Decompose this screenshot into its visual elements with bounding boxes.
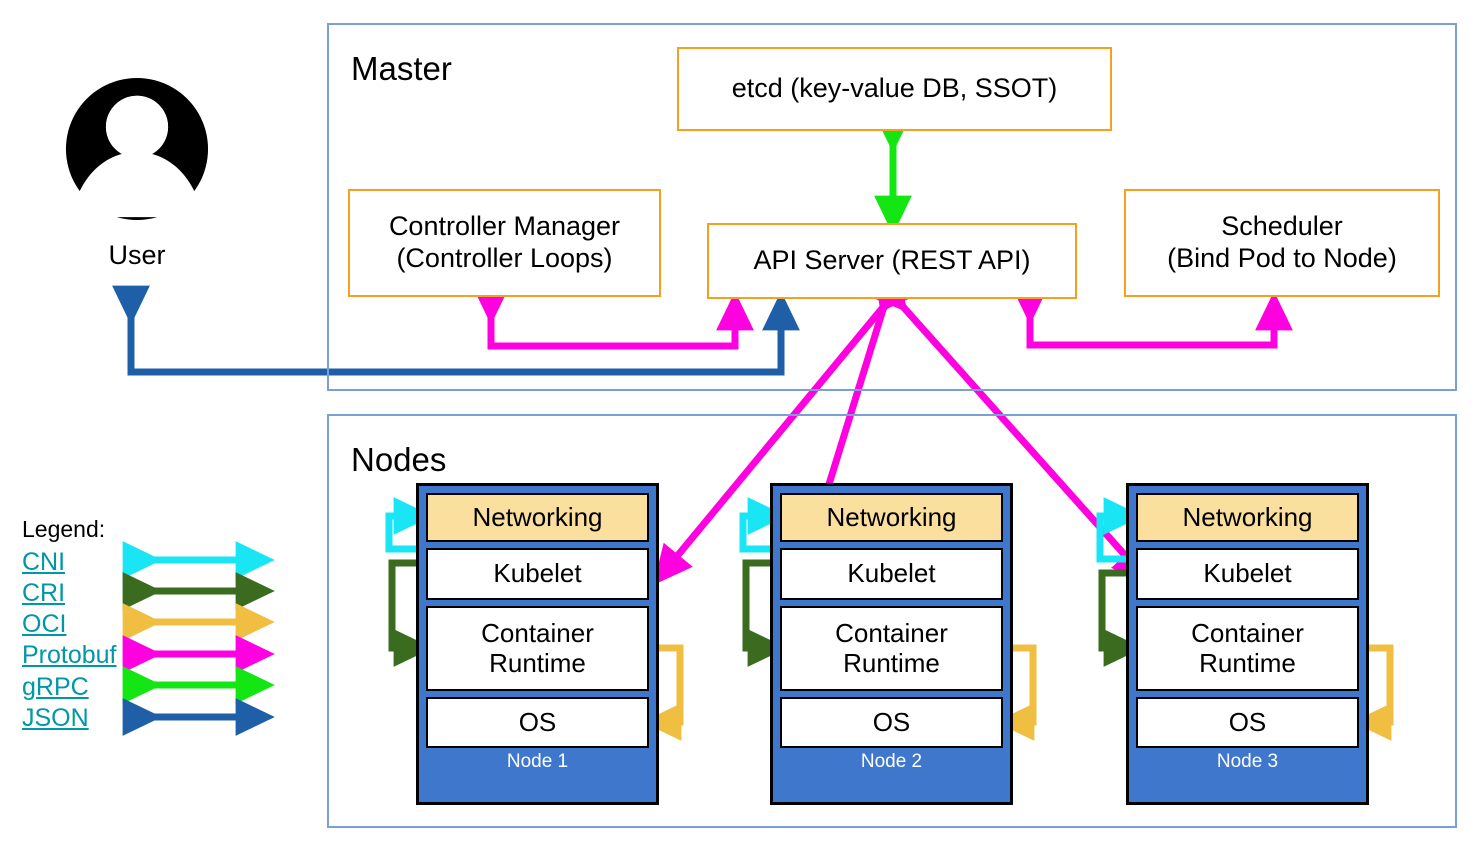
node-2-layer-os[interactable]: OS — [780, 697, 1003, 748]
node-2-layer-kubelet[interactable]: Kubelet — [780, 548, 1003, 600]
node-2-networking-label: Networking — [826, 501, 957, 532]
component-scheduler[interactable]: Scheduler (Bind Pod to Node) — [1124, 189, 1440, 297]
node-3-layer-kubelet[interactable]: Kubelet — [1136, 548, 1359, 600]
node-1-container-runtime-label: Container Runtime — [481, 618, 594, 678]
node-card-1[interactable]: Networking Kubelet Container Runtime OS … — [416, 483, 659, 805]
component-etcd[interactable]: etcd (key-value DB, SSOT) — [677, 47, 1112, 131]
node-card-2[interactable]: Networking Kubelet Container Runtime OS … — [770, 483, 1013, 805]
node-2-name: Node 2 — [860, 751, 923, 772]
legend-item-cni[interactable]: CNI — [22, 548, 66, 576]
node-3-layer-container-runtime[interactable]: Container Runtime — [1136, 606, 1359, 691]
node-1-layer-kubelet[interactable]: Kubelet — [426, 548, 649, 600]
node-2-os-label: OS — [872, 706, 911, 737]
node-1-layer-os[interactable]: OS — [426, 697, 649, 748]
node-3-networking-label: Networking — [1182, 501, 1313, 532]
user-caption: User — [108, 240, 166, 270]
legend-item-oci[interactable]: OCI — [22, 610, 67, 638]
node-1-name: Node 1 — [506, 751, 569, 772]
master-group — [327, 23, 1457, 391]
node-1-layer-networking[interactable]: Networking — [426, 493, 649, 542]
component-scheduler-label: Scheduler (Bind Pod to Node) — [1167, 211, 1397, 273]
node-3-container-runtime-label: Container Runtime — [1191, 618, 1304, 678]
node-3-kubelet-label: Kubelet — [1203, 558, 1292, 589]
node-2-kubelet-label: Kubelet — [847, 558, 936, 589]
node-1-kubelet-label: Kubelet — [493, 558, 582, 589]
legend-item-json[interactable]: JSON — [22, 704, 89, 732]
nodes-group — [327, 414, 1457, 828]
node-3-layer-os[interactable]: OS — [1136, 697, 1359, 748]
component-api-server-label: API Server (REST API) — [753, 245, 1031, 276]
node-3-layer-networking[interactable]: Networking — [1136, 493, 1359, 542]
node-2-layer-container-runtime[interactable]: Container Runtime — [780, 606, 1003, 691]
legend-item-protobuf[interactable]: Protobuf — [22, 641, 117, 669]
node-1-networking-label: Networking — [472, 501, 603, 532]
node-2-container-runtime-label: Container Runtime — [835, 618, 948, 678]
node-1-layer-container-runtime[interactable]: Container Runtime — [426, 606, 649, 691]
component-api-server[interactable]: API Server (REST API) — [707, 223, 1077, 299]
component-controller-manager-label: Controller Manager (Controller Loops) — [388, 211, 621, 273]
user-avatar-icon — [65, 77, 209, 221]
master-group-title: Master — [351, 50, 452, 87]
node-3-name: Node 3 — [1216, 751, 1279, 772]
node-3-os-label: OS — [1228, 706, 1267, 737]
nodes-group-title: Nodes — [351, 441, 447, 478]
legend-item-grpc[interactable]: gRPC — [22, 673, 89, 701]
node-2-layer-networking[interactable]: Networking — [780, 493, 1003, 542]
legend-title: Legend: — [22, 516, 106, 542]
legend-item-cri[interactable]: CRI — [22, 579, 66, 607]
component-etcd-label: etcd (key-value DB, SSOT) — [731, 73, 1058, 104]
component-controller-manager[interactable]: Controller Manager (Controller Loops) — [348, 189, 661, 297]
node-card-3[interactable]: Networking Kubelet Container Runtime OS … — [1126, 483, 1369, 805]
node-1-os-label: OS — [518, 706, 557, 737]
